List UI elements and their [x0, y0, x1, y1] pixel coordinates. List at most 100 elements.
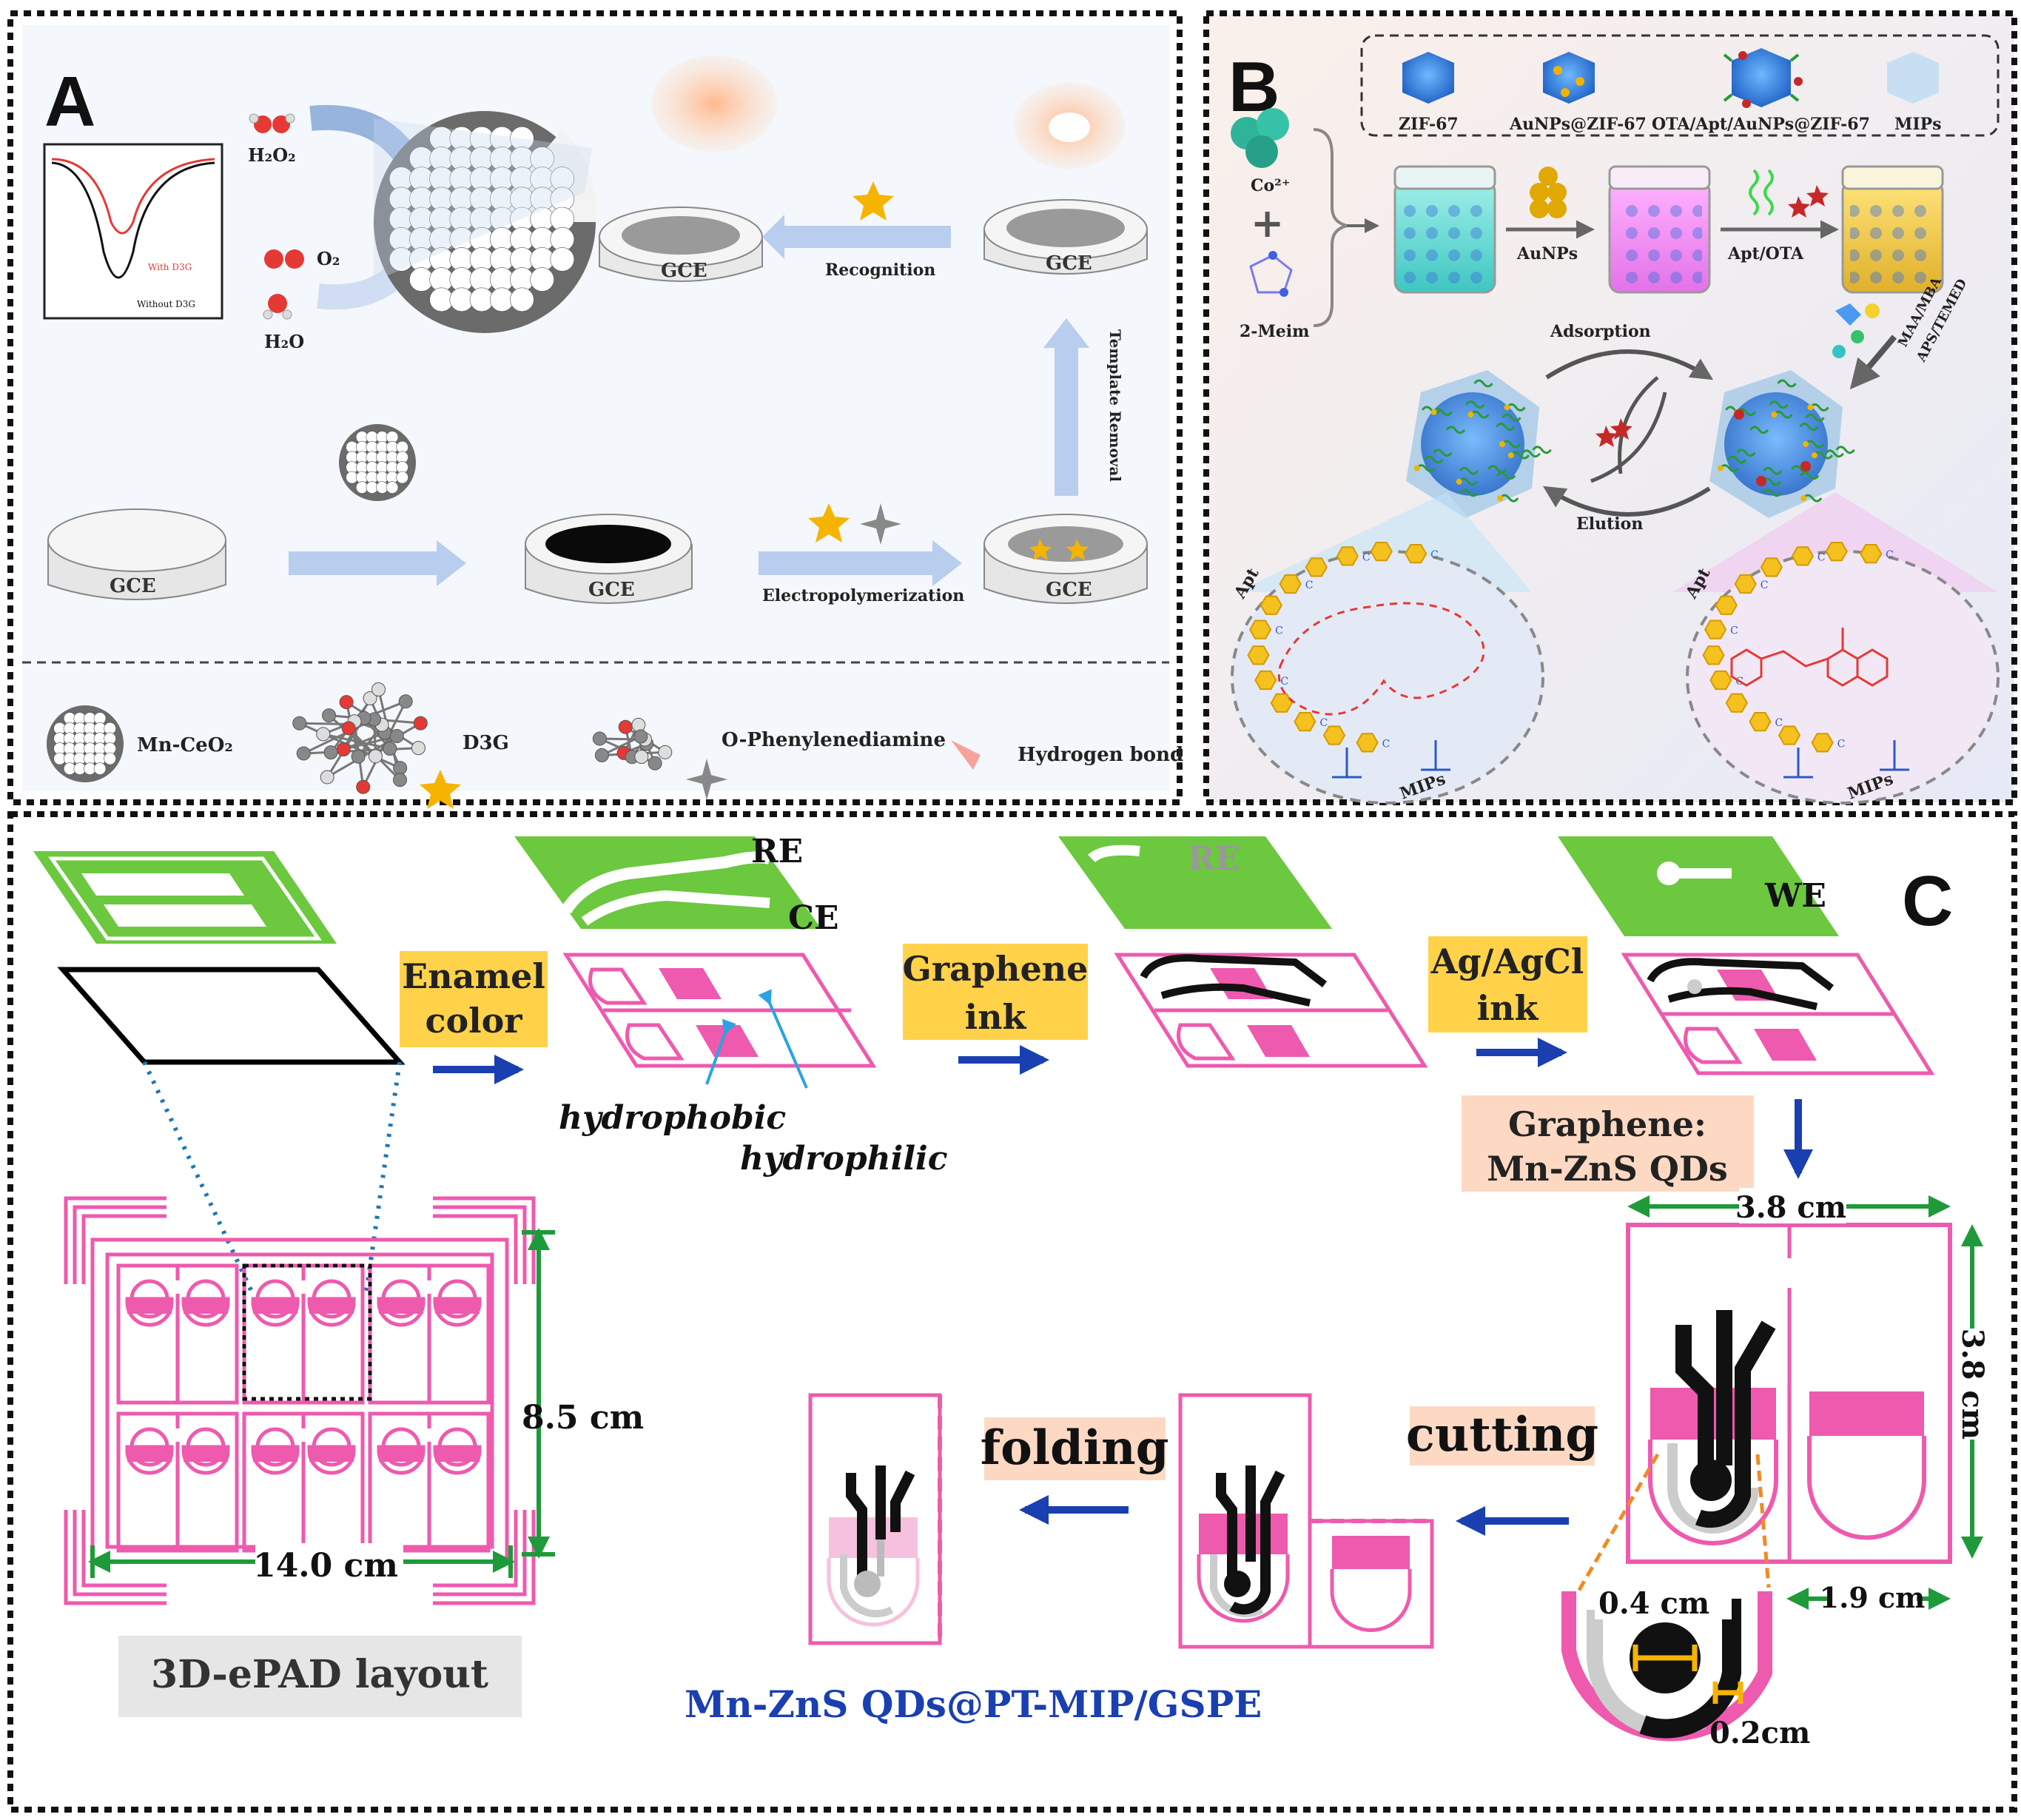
enamel-label-2: color: [425, 1001, 522, 1041]
electrode-zoom: [1561, 1591, 1772, 1742]
svg-text:C: C: [1382, 738, 1391, 750]
gqd-highlight: [1462, 1095, 1754, 1192]
svg-text:GCE: GCE: [588, 579, 635, 601]
svg-text:ink: ink: [965, 997, 1027, 1037]
meim-molecule: 2-Meim: [1240, 251, 1309, 341]
aunps-icon: [1530, 167, 1567, 218]
svg-text:C: C: [1305, 580, 1314, 591]
svg-text:GCE: GCE: [1046, 579, 1092, 601]
dim-0-2: 0.2cm: [1709, 1716, 1810, 1750]
layout-title: 3D-ePAD layout: [151, 1652, 488, 1697]
svg-text:C: C: [1886, 549, 1894, 561]
dim-14-0: 14.0 cm: [253, 1547, 398, 1585]
device-cut: [1178, 1393, 1434, 1649]
svg-text:Graphene:: Graphene:: [1508, 1104, 1706, 1144]
adsorption-label: Adsorption: [1550, 322, 1651, 341]
dim-1-9: 1.9 cm: [1820, 1581, 1926, 1614]
adsorption-arrow: [1545, 349, 1714, 380]
svg-text:C: C: [1319, 717, 1328, 729]
dim-3-8-h: 3.8 cm: [1955, 1329, 1990, 1440]
legend-ota-apt: OTA/Apt/AuNPs@ZIF-67: [1652, 48, 1870, 134]
stencil-4: [1558, 836, 1839, 936]
panel-c-letter: C: [1902, 862, 1953, 941]
enamel-label-1: Enamel: [402, 956, 545, 996]
electropolymerization-label: Electropolymerization: [762, 586, 964, 605]
elution-label: Elution: [1576, 514, 1643, 534]
mip-particle-bound: [1709, 370, 1855, 518]
co2-ions: Co²⁺: [1231, 108, 1290, 195]
cutting-highlight: [1410, 1406, 1595, 1465]
svg-text:Ag/AgCl: Ag/AgCl: [1430, 941, 1584, 981]
gce-template-removed: GCE: [983, 83, 1148, 275]
device-large: [1626, 1223, 1952, 1564]
legend-hbond: Hydrogen bond: [951, 740, 1183, 770]
agagcl-highlight: [1428, 936, 1587, 1032]
device-folded: [808, 1393, 942, 1645]
folding-highlight: [984, 1417, 1166, 1480]
enamel-highlight: [400, 951, 548, 1047]
svg-text:H₂O: H₂O: [264, 331, 304, 352]
beaker-ota-apt: [1841, 165, 1944, 294]
svg-text:C: C: [1817, 551, 1826, 563]
re-label-2: RE: [1188, 840, 1240, 878]
panel-b-legend: [1360, 34, 2000, 137]
gce-modified: GCE: [525, 514, 693, 604]
svg-text:C: C: [1430, 549, 1439, 561]
svg-text:Mn-ZnS QDs: Mn-ZnS QDs: [1487, 1149, 1728, 1189]
panel-a: A With D3G Without D3G H₂O₂ O₂ H₂O: [7, 10, 1183, 809]
svg-text:GCE: GCE: [1046, 252, 1092, 275]
legend-aunps-zif67: AuNPs@ZIF-67: [1509, 52, 1647, 134]
graphene-highlight: [903, 944, 1088, 1040]
svg-text:Graphene: Graphene: [903, 949, 1089, 989]
inset-plot: With D3G Without D3G: [43, 143, 223, 320]
d3g-star-icon: [853, 181, 894, 221]
legend-d3g: D3G: [292, 682, 509, 809]
ce-label: CE: [788, 899, 839, 937]
svg-text:C: C: [1275, 625, 1283, 637]
dim-0-4: 0.4 cm: [1598, 1586, 1709, 1621]
svg-text:AuNPs@ZIF-67: AuNPs@ZIF-67: [1509, 115, 1647, 134]
stencil-1: [33, 851, 337, 944]
svg-text:Mn-CeO₂: Mn-CeO₂: [137, 734, 233, 756]
stencil-2: [514, 836, 821, 929]
svg-text:ink: ink: [1477, 988, 1539, 1028]
aunps-arrow-label: AuNPs: [1516, 244, 1578, 263]
panel-c: C Enamel color RE CE: [7, 811, 2017, 1813]
dim-3-8-w: 3.8 cm: [1735, 1190, 1846, 1225]
plus-sign: +: [1251, 199, 1284, 246]
ota-molecule: [1730, 628, 1889, 687]
mn-ceo2-particle-small: [339, 424, 416, 501]
electropolymerization-arrow: [759, 551, 932, 575]
svg-text:Hydrogen bond: Hydrogen bond: [1018, 744, 1183, 766]
svg-text:C: C: [1280, 676, 1288, 688]
layout-title-box: [118, 1636, 522, 1717]
paper-2: [562, 953, 877, 1068]
svg-text:GCE: GCE: [110, 575, 156, 597]
inset-with-label: With D3G: [148, 262, 192, 272]
panel-b: B ZIF-67 AuNPs@ZIF-67 OTA/Apt/AuNPs@ZIF-…: [1203, 10, 2017, 805]
beaker-zif67: [1393, 165, 1496, 294]
svg-text:O₂: O₂: [317, 248, 340, 269]
svg-text:C: C: [1837, 738, 1846, 750]
svg-text:C: C: [1362, 551, 1371, 563]
svg-text:OTA/Apt/AuNPs@ZIF-67: OTA/Apt/AuNPs@ZIF-67: [1652, 115, 1870, 134]
svg-text:MIPs: MIPs: [1894, 115, 1942, 134]
legend-opd: O-Phenylenediamine: [592, 717, 946, 800]
template-removal-arrow: [1055, 348, 1078, 496]
elution-arrow: [1542, 486, 1711, 517]
svg-text:O-Phenylenediamine: O-Phenylenediamine: [722, 729, 946, 751]
product-label: Mn-ZnS QDs@PT-MIP/GSPE: [685, 1682, 1262, 1726]
we-label: WE: [1764, 877, 1826, 915]
svg-text:H₂O₂: H₂O₂: [248, 144, 296, 166]
mn-ceo2-particle-large: [374, 111, 596, 333]
legend-mips: MIPs: [1887, 52, 1942, 134]
svg-text:C: C: [1761, 580, 1769, 591]
svg-text:D3G: D3G: [463, 732, 509, 754]
panel-a-letter: A: [44, 62, 95, 141]
dim-8-5: 8.5 cm: [522, 1399, 644, 1437]
re-label-1: RE: [751, 833, 803, 870]
folding-label: folding: [981, 1420, 1169, 1476]
template-removal-label: Template Removal: [1106, 329, 1124, 482]
